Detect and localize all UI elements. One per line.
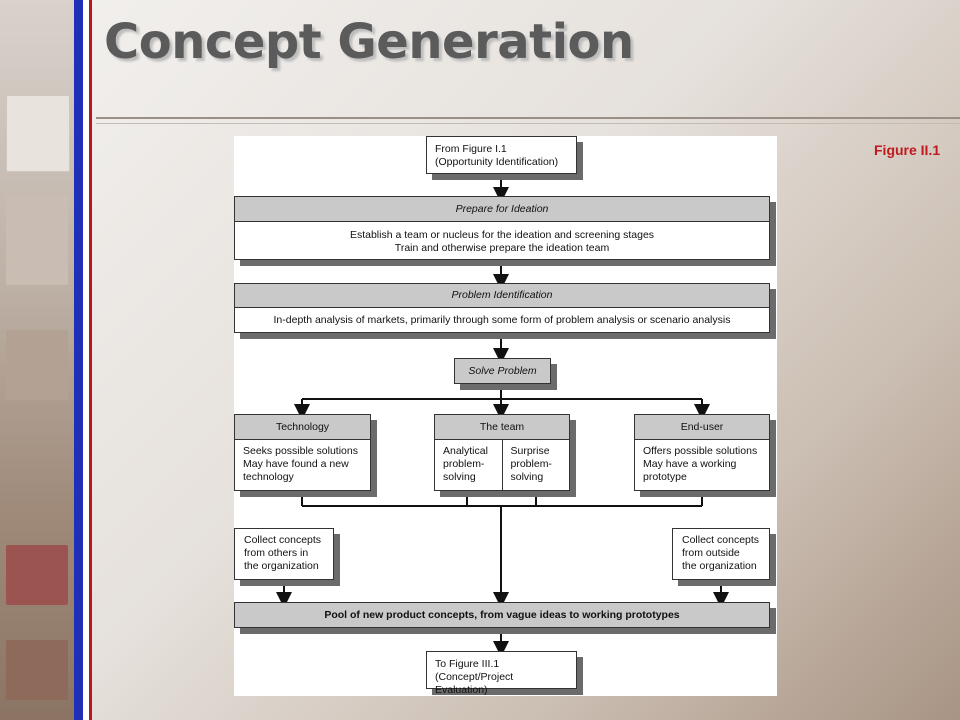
technology-box: Technology Seeks possible solutions May … (234, 414, 371, 491)
end-box: To Figure III.1 (Concept/Project Evaluat… (426, 651, 577, 696)
team-analytical-line-1: Analytical (443, 445, 488, 457)
collect-right-line-1: Collect concepts (682, 534, 760, 546)
problem-line: In-depth analysis of markets, primarily … (273, 314, 731, 326)
accent-bar-red (89, 0, 92, 720)
enduser-line-3: prototype (643, 471, 687, 483)
prepare-line-1: Establish a team or nucleus for the idea… (349, 229, 655, 241)
prepare-line-2: Train and otherwise prepare the ideation… (394, 242, 610, 254)
technology-line-3: technology (243, 471, 294, 483)
decorative-side-strip (0, 0, 74, 720)
team-analytical-line-2: problem- (443, 458, 485, 470)
problem-identification-box: Problem Identification In-depth analysis… (234, 283, 770, 333)
solve-problem-box: Solve Problem (454, 358, 551, 384)
prepare-ideation-box: Prepare for Ideation Establish a team or… (234, 196, 770, 260)
collect-left-line-1: Collect concepts (244, 534, 322, 546)
enduser-line-1: Offers possible solutions (643, 445, 758, 457)
team-analytical: Analytical problem- solving (435, 440, 503, 490)
start-line-1: From Figure I.1 (435, 143, 507, 155)
side-book-image (6, 640, 68, 700)
technology-line-1: Seeks possible solutions (243, 445, 358, 457)
enduser-box: End-user Offers possible solutions May h… (634, 414, 770, 491)
collect-left-line-3: the organization (244, 560, 319, 572)
collect-left-line-2: from others in (244, 547, 309, 559)
accent-bar-blue (74, 0, 83, 720)
enduser-line-2: May have a working (643, 458, 737, 470)
title-divider (96, 117, 960, 124)
figure-label: Figure II.1 (874, 142, 941, 158)
start-line-2: (Opportunity Identification) (435, 156, 559, 168)
collect-right-line-2: from outside (682, 547, 740, 559)
problem-identification-header: Problem Identification (235, 284, 769, 308)
end-line-1: To Figure III.1 (435, 658, 500, 670)
prepare-ideation-header: Prepare for Ideation (235, 197, 769, 222)
team-surprise-line-2: problem- (510, 458, 552, 470)
side-image (6, 330, 68, 400)
enduser-header: End-user (635, 415, 769, 440)
start-box: From Figure I.1 (Opportunity Identificat… (426, 136, 577, 174)
collect-right-line-3: the organization (682, 560, 757, 572)
collect-left-box: Collect concepts from others in the orga… (234, 528, 334, 580)
technology-header: Technology (235, 415, 370, 440)
flowchart: From Figure I.1 (Opportunity Identificat… (234, 136, 777, 696)
side-book-image (6, 545, 68, 605)
team-surprise-line-1: Surprise (510, 445, 550, 457)
team-header: The team (435, 415, 569, 440)
slide-title: Concept Generation (104, 14, 634, 70)
concept-pool-box: Pool of new product concepts, from vague… (234, 602, 770, 628)
flowchart-connectors (276, 176, 729, 657)
accent-bar-white (83, 0, 89, 720)
team-analytical-line-3: solving (443, 471, 476, 483)
side-image (6, 195, 68, 285)
side-book-image (6, 95, 70, 172)
team-surprise-line-3: solving (510, 471, 544, 483)
team-surprise: Surprise problem- solving (503, 440, 570, 490)
collect-right-box: Collect concepts from outside the organi… (672, 528, 770, 580)
end-line-2: (Concept/Project Evaluation) (435, 671, 514, 696)
technology-line-2: May have found a new (243, 458, 349, 470)
team-box: The team Analytical problem- solving Sur… (434, 414, 570, 491)
